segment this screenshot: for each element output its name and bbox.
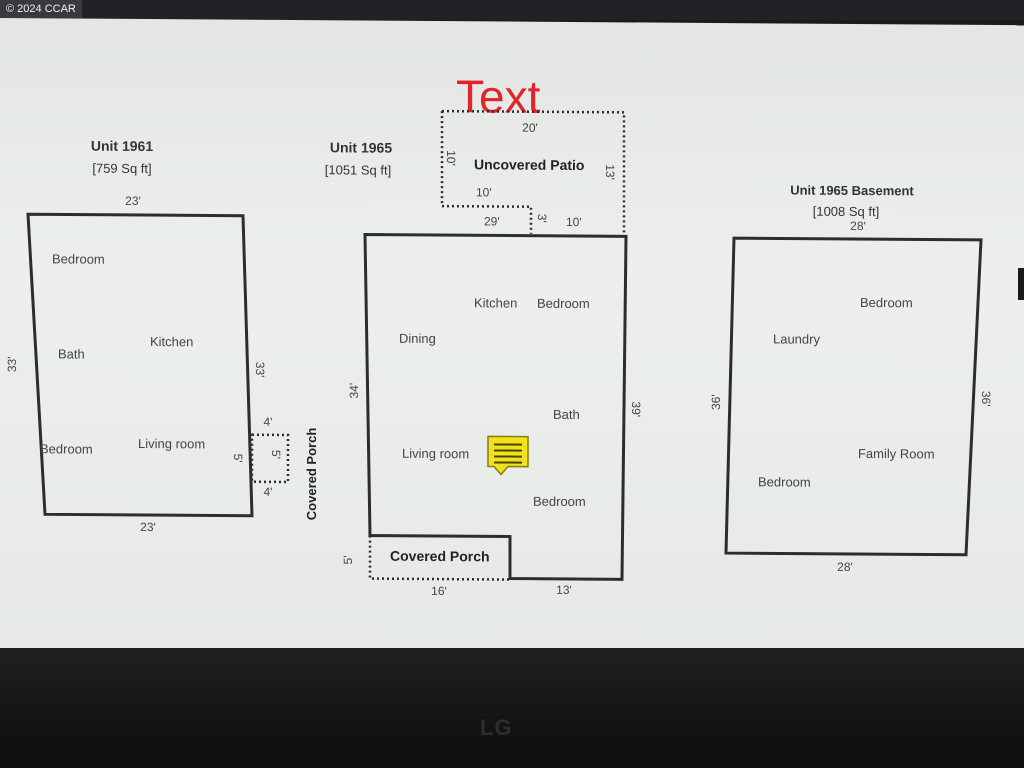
unit-1965-patio-dim-top: 20' bbox=[522, 121, 538, 135]
unit-1965-dim-bottom-left: 16' bbox=[431, 584, 447, 598]
top-bezel bbox=[0, 0, 1024, 20]
unit-1965-porch-label: Covered Porch bbox=[390, 548, 490, 565]
unit-1961-dim-left: 33' bbox=[5, 356, 19, 372]
unit-1965-porch-dim-side: 5' bbox=[341, 555, 355, 564]
unit-1961-room-living: Living room bbox=[138, 436, 205, 451]
unit-1965-room-kitchen: Kitchen bbox=[474, 295, 517, 310]
unit-1965-patio-dim-left: 10' bbox=[444, 150, 458, 166]
unit-1965-room-bedroom-1: Bedroom bbox=[537, 296, 590, 311]
unit-1961-room-bedroom-1: Bedroom bbox=[52, 251, 105, 266]
overlay-text[interactable]: Text bbox=[456, 70, 541, 123]
unit-1961-porch-outline bbox=[250, 433, 290, 484]
unit-1965-patio-dim-3: 3' bbox=[535, 214, 549, 223]
unit-1965-dim-right: 39' bbox=[629, 401, 643, 417]
basement-dim-right: 36' bbox=[979, 391, 993, 407]
unit-1961-porch-dim-bottom: 4' bbox=[264, 485, 273, 499]
unit-1961-dim-top: 23' bbox=[125, 194, 141, 208]
basement-room-laundry: Laundry bbox=[773, 331, 820, 346]
basement-title: Unit 1965 Basement bbox=[790, 183, 914, 199]
unit-1961-room-bath: Bath bbox=[58, 346, 85, 361]
unit-1965-outline bbox=[363, 233, 628, 581]
unit-1961-title: Unit 1961 bbox=[91, 138, 153, 154]
unit-1965-porch-outline bbox=[368, 535, 510, 581]
basement-dim-top: 28' bbox=[850, 219, 866, 233]
unit-1961-area: [759 Sq ft] bbox=[92, 161, 151, 176]
basement-room-bedroom-2: Bedroom bbox=[758, 474, 811, 489]
unit-1965-patio-dim-inner: 10' bbox=[476, 185, 492, 199]
unit-1961-room-kitchen: Kitchen bbox=[150, 334, 193, 349]
unit-1965-dim-left: 34' bbox=[347, 383, 361, 399]
unit-1965-area: [1051 Sq ft] bbox=[325, 162, 391, 177]
monitor-screen: Text Unit 1961 [759 Sq ft] 23' 4' 4' 5' … bbox=[0, 18, 1024, 656]
unit-1965-room-bedroom-2: Bedroom bbox=[533, 494, 586, 509]
unit-1965-dim-bottom-right: 13' bbox=[556, 583, 572, 597]
unit-1961-porch-dim-side: 5' bbox=[231, 454, 245, 463]
unit-1965-patio-dim-29: 29' bbox=[484, 214, 500, 228]
unit-1965-room-living: Living room bbox=[402, 446, 469, 461]
note-icon[interactable] bbox=[487, 435, 529, 476]
unit-1961-room-bedroom-2: Bedroom bbox=[40, 441, 93, 456]
basement-dim-bottom: 28' bbox=[837, 560, 853, 574]
unit-1965-room-bath: Bath bbox=[553, 407, 580, 422]
unit-1965-patio-dim-right: 13' bbox=[603, 164, 617, 180]
unit-1961-porch-dim-top: 4' bbox=[264, 415, 273, 429]
basement-area: [1008 Sq ft] bbox=[813, 204, 879, 219]
basement-room-family: Family Room bbox=[858, 446, 935, 462]
unit-1961-dim-right: 33' bbox=[253, 362, 267, 378]
monitor-brand-logo: LG bbox=[480, 715, 513, 740]
floor-plan-diagram: Text Unit 1961 [759 Sq ft] 23' 4' 4' 5' … bbox=[5, 70, 993, 598]
basement-outline bbox=[724, 236, 983, 557]
unit-1965-room-dining: Dining bbox=[399, 331, 436, 346]
screen-edge-tab bbox=[1018, 268, 1024, 300]
bottom-bezel bbox=[0, 648, 1024, 768]
unit-1961-dim-bottom: 23' bbox=[140, 520, 156, 534]
unit-1961-porch-dim-inner: 5' bbox=[269, 450, 283, 459]
unit-1961-porch-label: Covered Porch bbox=[304, 428, 319, 521]
basement-room-bedroom-1: Bedroom bbox=[860, 295, 913, 310]
unit-1965-patio-dim-10: 10' bbox=[566, 215, 582, 229]
unit-1965-title: Unit 1965 bbox=[330, 139, 392, 155]
unit-1965-patio-label: Uncovered Patio bbox=[474, 156, 584, 173]
copyright-watermark: © 2024 CCAR bbox=[0, 0, 82, 18]
basement-dim-left: 36' bbox=[709, 394, 723, 410]
unit-1965-patio-outline-top bbox=[442, 109, 626, 235]
unit-1961-outline bbox=[26, 212, 254, 518]
